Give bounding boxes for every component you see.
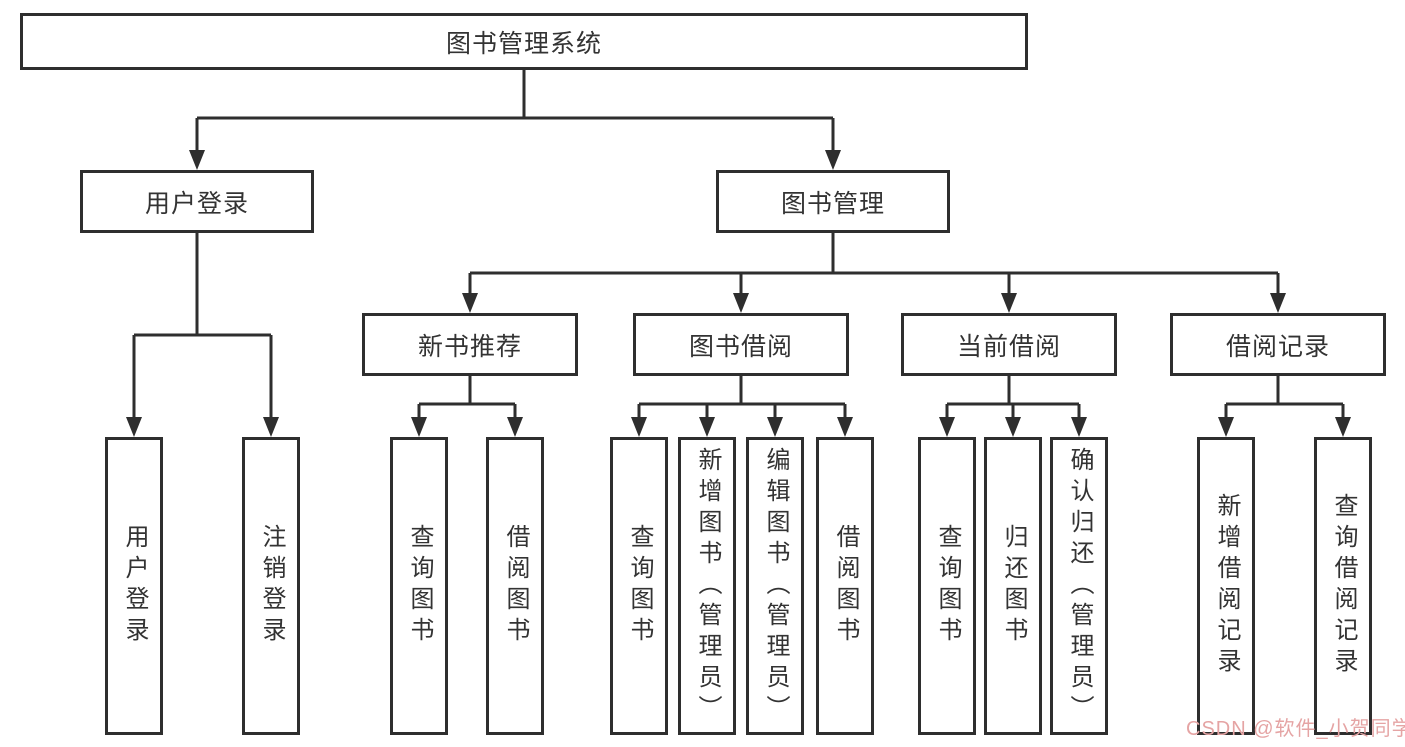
node-new-book-recommend: 新书推荐 <box>362 313 578 376</box>
node-book-borrow-label: 图书借阅 <box>688 332 793 361</box>
node-current-borrow: 当前借阅 <box>901 313 1117 376</box>
leaf-add-book-admin: 新增图书（管理员） <box>678 437 736 735</box>
leaf-label: 归还图书 <box>1000 524 1027 648</box>
leaf-label: 借阅图书 <box>502 524 529 648</box>
csdn-watermark: CSDN @软件_小贺同学 <box>1186 718 1405 740</box>
leaf-label: 确认归还（管理员） <box>1066 446 1093 726</box>
leaf-label: 查询图书 <box>934 524 961 648</box>
node-book-borrow: 图书借阅 <box>633 313 849 376</box>
node-user-login-label: 用户登录 <box>144 189 249 218</box>
leaf-label: 用户登录 <box>121 524 148 648</box>
leaf-logout: 注销登录 <box>242 437 300 735</box>
leaf-label: 查询图书 <box>406 524 433 648</box>
leaf-add-borrow-record: 新增借阅记录 <box>1197 437 1255 735</box>
leaf-label: 注销登录 <box>258 524 285 648</box>
leaf-borrow-book-2: 借阅图书 <box>816 437 874 735</box>
leaf-label: 编辑图书（管理员） <box>762 446 789 726</box>
node-new-book-recommend-label: 新书推荐 <box>417 332 522 361</box>
leaf-label: 新增借阅记录 <box>1213 493 1240 679</box>
leaf-label: 借阅图书 <box>832 524 859 648</box>
node-borrow-record: 借阅记录 <box>1170 313 1386 376</box>
leaf-label: 查询借阅记录 <box>1330 493 1357 679</box>
leaf-query-book-3: 查询图书 <box>918 437 976 735</box>
leaf-edit-book-admin: 编辑图书（管理员） <box>746 437 804 735</box>
leaf-confirm-return-admin: 确认归还（管理员） <box>1050 437 1108 735</box>
leaf-label: 查询图书 <box>626 524 653 648</box>
leaf-query-book-2: 查询图书 <box>610 437 668 735</box>
leaf-borrow-book-1: 借阅图书 <box>486 437 544 735</box>
node-book-management: 图书管理 <box>716 170 950 233</box>
leaf-label: 新增图书（管理员） <box>694 446 721 726</box>
node-root-system: 图书管理系统 <box>20 13 1028 70</box>
connector-lines <box>132 69 1345 419</box>
leaf-query-borrow-record: 查询借阅记录 <box>1314 437 1372 735</box>
leaf-return-book: 归还图书 <box>984 437 1042 735</box>
node-root-label: 图书管理系统 <box>445 29 602 58</box>
arrowhead-icons <box>126 150 1351 437</box>
node-current-borrow-label: 当前借阅 <box>956 332 1061 361</box>
node-user-login: 用户登录 <box>80 170 314 233</box>
node-book-management-label: 图书管理 <box>780 189 885 218</box>
leaf-user-login: 用户登录 <box>105 437 163 735</box>
node-borrow-record-label: 借阅记录 <box>1225 332 1330 361</box>
leaf-query-book-1: 查询图书 <box>390 437 448 735</box>
